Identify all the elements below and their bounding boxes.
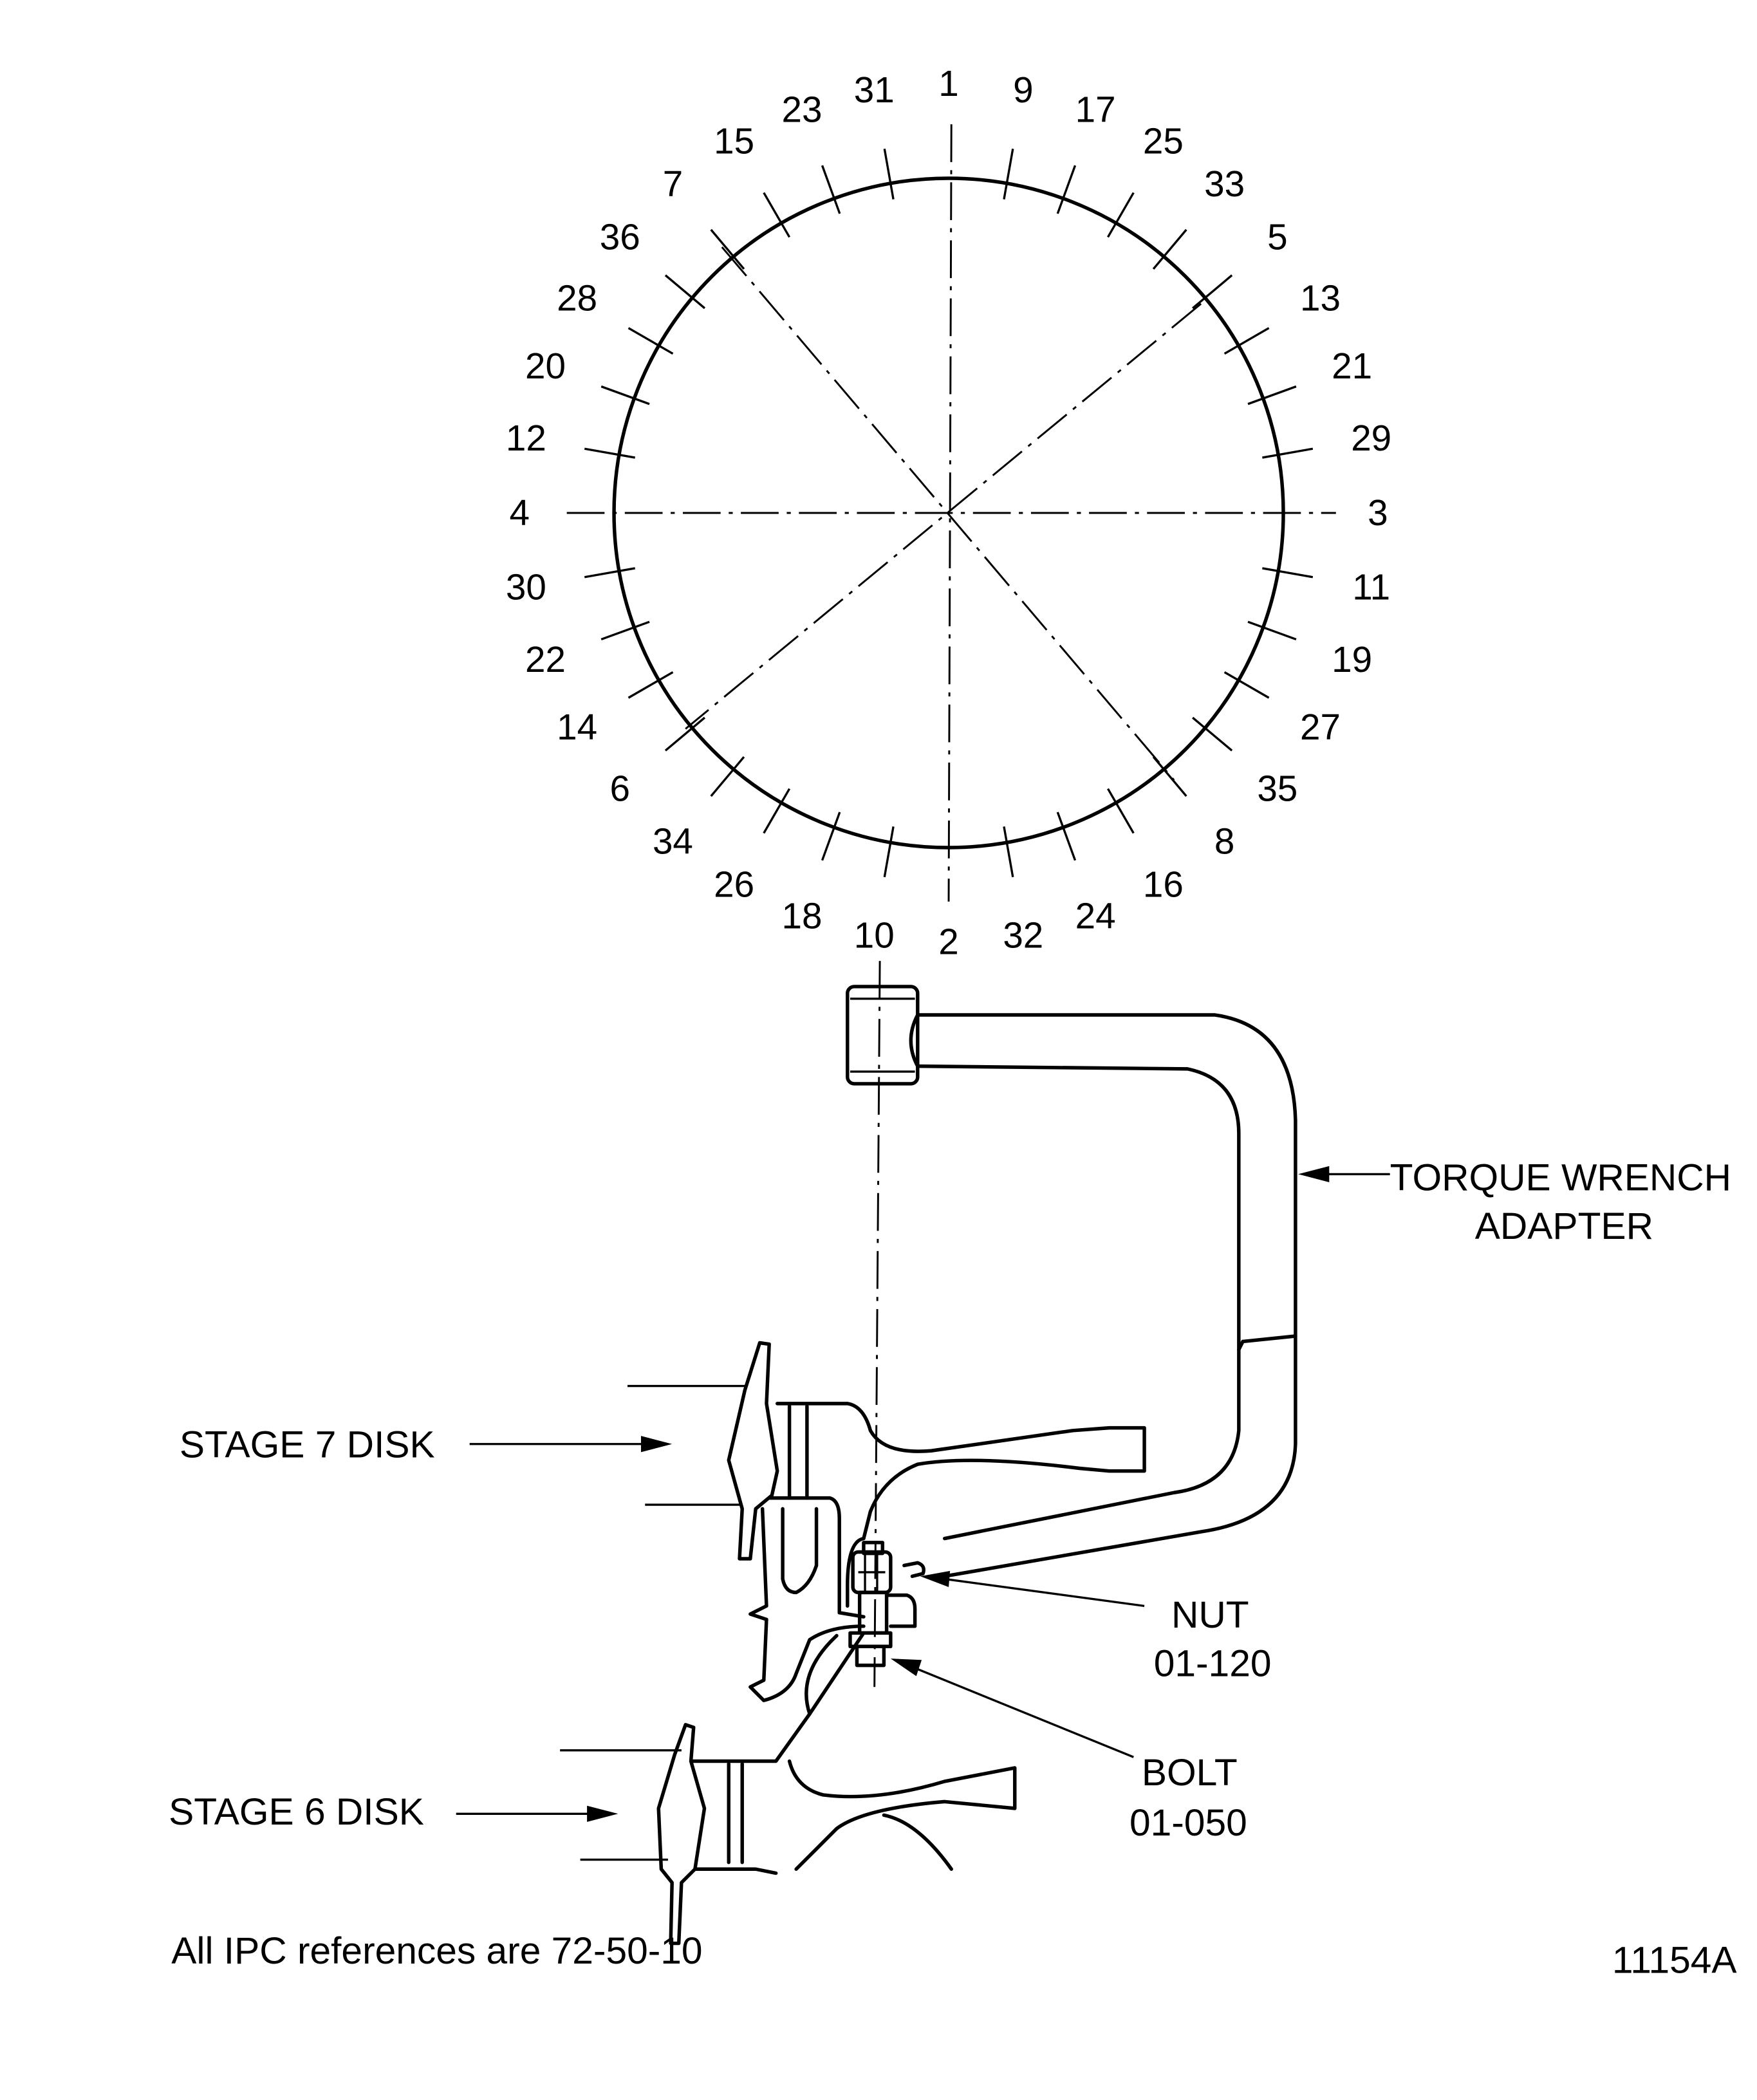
bolt-head	[855, 1644, 886, 1668]
bolt-position-number: 18	[781, 895, 822, 936]
bolt-position-number: 21	[1332, 346, 1372, 386]
bolt-position-tick	[1223, 671, 1270, 699]
bolt-position-tick	[1247, 620, 1297, 641]
bolt-position-tick	[664, 716, 706, 752]
bolt-10-centerline	[873, 961, 881, 1687]
bolt-position-tick	[1262, 447, 1314, 459]
bolt-position-tick	[883, 826, 895, 878]
stage-7-disk-label: STAGE 7 DISK	[180, 1424, 435, 1466]
nut-label: NUT	[1171, 1594, 1249, 1636]
bolt-position-tick	[1247, 385, 1297, 405]
bolt-position-tick	[1223, 327, 1270, 355]
bolt-position-tick	[710, 756, 745, 797]
bolt-position-number: 36	[600, 216, 640, 257]
bolt-position-number: 7	[663, 163, 683, 204]
bolt-position-number: 11	[1352, 567, 1390, 608]
bolt-position-number: 27	[1300, 707, 1341, 747]
bolt-position-number: 34	[653, 821, 693, 862]
bolt-position-tick	[600, 385, 650, 405]
bolt-position-tick	[1152, 756, 1187, 797]
bolt-position-number: 1	[938, 63, 958, 104]
callouts: TORQUE WRENCH ADAPTER STAGE 7 DISK STAGE…	[169, 1157, 1731, 1844]
bolt-position-number: 3	[1368, 492, 1388, 533]
diagonal-centerline-a	[721, 246, 1175, 781]
bolt-position-tick	[628, 671, 674, 699]
bolt-position-number: 25	[1143, 120, 1184, 161]
bolt-position-number: 16	[1143, 864, 1184, 904]
stage-6-disk	[560, 1631, 1017, 1946]
bolt-position-tick	[821, 812, 841, 861]
bolt-position-number: 20	[525, 346, 566, 386]
stage-6-disk-label: STAGE 6 DISK	[169, 1791, 424, 1833]
bolt-position-tick	[1192, 274, 1233, 310]
bolt-position-number: 6	[610, 768, 630, 808]
vertical-centerline	[947, 124, 953, 902]
bolt-part-number: 01-050	[1130, 1802, 1247, 1844]
bolt-position-tick	[1262, 567, 1314, 579]
diagonal-centerline-b	[685, 302, 1202, 730]
bolt-position-tick	[883, 148, 895, 200]
bolt-position-tick	[1192, 716, 1233, 752]
nut-part-number: 01-120	[1154, 1642, 1272, 1684]
bolt-position-number: 2	[938, 922, 958, 962]
adapter-label: ADAPTER	[1475, 1205, 1653, 1247]
bolt-position-tick	[763, 192, 791, 238]
bolt-position-tick	[1106, 788, 1135, 834]
bolt-position-tick	[821, 165, 841, 214]
bolt-position-number: 17	[1075, 89, 1116, 129]
bolt-position-number: 19	[1332, 639, 1372, 680]
bolt-position-ticks	[584, 148, 1314, 878]
adapter-socket	[846, 985, 920, 1086]
ipc-reference-note: All IPC references are 72-50-10	[171, 1930, 702, 1972]
bolt-position-number: 29	[1351, 418, 1391, 458]
bolt-position-tick	[664, 274, 706, 310]
bolt-position-number: 33	[1204, 163, 1245, 204]
bolt-position-tick	[1003, 826, 1014, 878]
bolt-position-tick	[1003, 148, 1014, 200]
bolt-position-number: 8	[1214, 821, 1234, 862]
bolt-position-number: 5	[1267, 216, 1287, 257]
bolt-position-number: 31	[854, 70, 895, 110]
bolt-position-number: 30	[506, 567, 546, 608]
bolt-position-number: 13	[1300, 277, 1341, 318]
bolt-position-tick	[1106, 192, 1135, 238]
torque-wrench-label: TORQUE WRENCH	[1390, 1157, 1731, 1199]
bolt-position-tick	[600, 620, 650, 641]
bolt-position-number: 15	[714, 120, 754, 161]
bolt-position-tick	[1056, 812, 1077, 861]
bolt-position-number: 14	[557, 707, 597, 747]
bolt-position-number: 9	[1013, 70, 1033, 110]
bolt-position-number: 28	[557, 277, 597, 318]
figure-id: 11154A	[1612, 1940, 1737, 1982]
nut-and-bolt	[848, 1541, 925, 1668]
bolt-position-tick	[584, 567, 636, 579]
bolt-position-number: 35	[1257, 768, 1297, 808]
bolt-position-number: 26	[714, 864, 754, 904]
stage-7-disk	[628, 1341, 1146, 1702]
bolt-position-tick	[628, 327, 674, 355]
bolt-position-number: 4	[510, 492, 530, 533]
bolt-position-tick	[584, 447, 636, 459]
bolt-position-number: 12	[506, 418, 546, 458]
bolt-position-tick	[1056, 165, 1077, 214]
bolt-position-number: 24	[1075, 895, 1116, 936]
bolt-position-tick	[1152, 228, 1187, 270]
bolt-label: BOLT	[1142, 1752, 1238, 1794]
torque-wrench-adapter	[846, 985, 1297, 1578]
bolt-position-number: 32	[1003, 915, 1043, 955]
bolt-position-tick	[763, 788, 791, 834]
bolt-position-number: 10	[854, 915, 895, 955]
bolt-position-number: 23	[781, 89, 822, 129]
bolt-position-tick	[710, 228, 745, 270]
bolt-position-number: 22	[525, 639, 566, 680]
